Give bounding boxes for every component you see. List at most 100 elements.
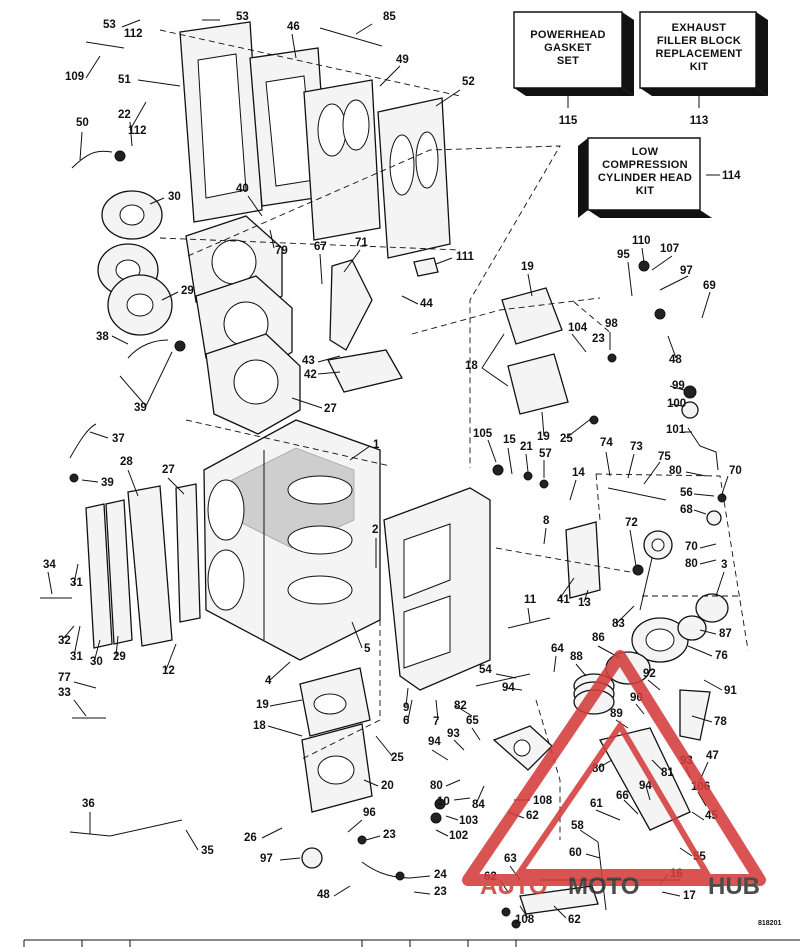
- callout-41: 41: [557, 594, 570, 606]
- callout-109: 109: [65, 71, 84, 83]
- kit-exhaust-line4: KIT: [690, 61, 709, 73]
- callout-80: 80: [430, 780, 443, 792]
- callout-48: 48: [669, 354, 682, 366]
- callout-35: 35: [201, 845, 214, 857]
- callout-3: 3: [721, 559, 727, 571]
- callout-100: 100: [667, 398, 686, 410]
- callout-111: 111: [456, 251, 475, 263]
- kit-powerhead-line1: POWERHEAD: [530, 29, 605, 41]
- callout-12: 12: [162, 665, 175, 677]
- callout-62: 62: [526, 810, 539, 822]
- callout-74: 74: [600, 437, 613, 449]
- callout-20: 20: [381, 780, 394, 792]
- callout-19: 19: [521, 261, 534, 273]
- callout-11: 11: [524, 594, 537, 606]
- callout-18: 18: [253, 720, 266, 732]
- callout-88: 88: [570, 651, 583, 663]
- exhaust-cover-plates: [179, 21, 451, 259]
- callout-39: 39: [134, 402, 147, 414]
- callout-36: 36: [82, 798, 95, 810]
- callout-23: 23: [434, 886, 447, 898]
- callout-79: 79: [275, 245, 288, 257]
- kit-box-exhaust: EXHAUST FILLER BLOCK REPLACEMENT KIT: [639, 11, 768, 96]
- callout-94: 94: [639, 780, 652, 792]
- kit-exhaust-line3: REPLACEMENT: [655, 48, 742, 60]
- kit-lowcomp-line3: CYLINDER HEAD: [598, 172, 692, 184]
- callout-64: 64: [551, 643, 564, 655]
- callout-46: 46: [287, 21, 300, 33]
- kit-powerhead-line2: GASKET: [544, 42, 592, 54]
- leader-lines: [47, 19, 729, 919]
- reed-valve-assembly: [299, 667, 373, 813]
- callout-84: 84: [472, 799, 485, 811]
- callout-1: 1: [373, 439, 380, 451]
- callout-56: 56: [680, 487, 693, 499]
- callout-27: 27: [324, 403, 337, 415]
- callout-63: 63: [504, 853, 517, 865]
- callout-76: 76: [715, 650, 728, 662]
- callout-4: 4: [265, 675, 272, 687]
- callout-21: 21: [520, 441, 533, 453]
- callout-49: 49: [396, 54, 409, 66]
- kit-lowcomp-line1: LOW: [632, 146, 659, 158]
- callout-69: 69: [703, 280, 716, 292]
- callout-54: 54: [479, 664, 492, 676]
- callout-23: 23: [383, 829, 396, 841]
- callout-70: 70: [729, 465, 742, 477]
- callout-87: 87: [719, 628, 732, 640]
- callout-83: 83: [612, 618, 625, 630]
- callout-5: 5: [364, 643, 371, 655]
- callout-102: 102: [449, 830, 468, 842]
- callout-2: 2: [372, 524, 378, 536]
- callout-97: 97: [680, 265, 693, 277]
- callout-72: 72: [625, 517, 638, 529]
- callout-28: 28: [120, 456, 133, 468]
- callout-37: 37: [112, 433, 125, 445]
- kit-lowcomp-line2: COMPRESSION: [602, 159, 688, 171]
- callout-25: 25: [560, 433, 573, 445]
- callout-80: 80: [685, 558, 698, 570]
- watermark-text-auto: AUTO: [480, 873, 548, 900]
- callout-7: 7: [433, 716, 439, 728]
- callout-40: 40: [236, 183, 249, 195]
- callout-113: 113: [690, 115, 709, 127]
- callout-68: 68: [680, 504, 693, 516]
- callout-34: 34: [43, 559, 56, 571]
- callout-62: 62: [568, 914, 581, 926]
- callout-112: 112: [128, 125, 147, 137]
- footer-table-strip: [23, 939, 800, 947]
- callout-44: 44: [420, 298, 433, 310]
- callout-15: 15: [503, 434, 516, 446]
- kit-powerhead-line3: SET: [557, 55, 579, 67]
- callout-101: 101: [666, 424, 686, 436]
- callout-78: 78: [714, 716, 727, 728]
- callout-99: 99: [672, 380, 685, 392]
- callout-13: 13: [578, 597, 591, 609]
- watermark-triangle: [462, 650, 766, 886]
- callout-32: 32: [58, 635, 71, 647]
- callout-22: 22: [118, 109, 131, 121]
- automotohub-watermark: AUTO MOTO HUB: [462, 650, 766, 900]
- callout-107: 107: [660, 243, 679, 255]
- callout-67: 67: [314, 241, 327, 253]
- intake-cover: [565, 521, 601, 599]
- kit-box-powerhead: POWERHEAD GASKET SET: [513, 11, 634, 96]
- cylinder-head-assembly: [97, 190, 301, 435]
- callout-57: 57: [539, 448, 552, 460]
- callout-47: 47: [706, 750, 719, 762]
- callout-108: 108: [533, 795, 553, 807]
- callout-89: 89: [610, 708, 623, 720]
- callout-43: 43: [302, 355, 315, 367]
- callout-66: 66: [616, 790, 629, 802]
- callout-60: 60: [569, 847, 582, 859]
- callout-51: 51: [118, 74, 131, 86]
- callout-38: 38: [96, 331, 109, 343]
- callout-94: 94: [502, 682, 515, 694]
- callout-81: 81: [661, 767, 674, 779]
- callout-27: 27: [162, 464, 175, 476]
- callout-17: 17: [683, 890, 696, 902]
- watermark-text-hub: HUB: [708, 873, 760, 900]
- callout-23: 23: [592, 333, 605, 345]
- callout-48: 48: [317, 889, 330, 901]
